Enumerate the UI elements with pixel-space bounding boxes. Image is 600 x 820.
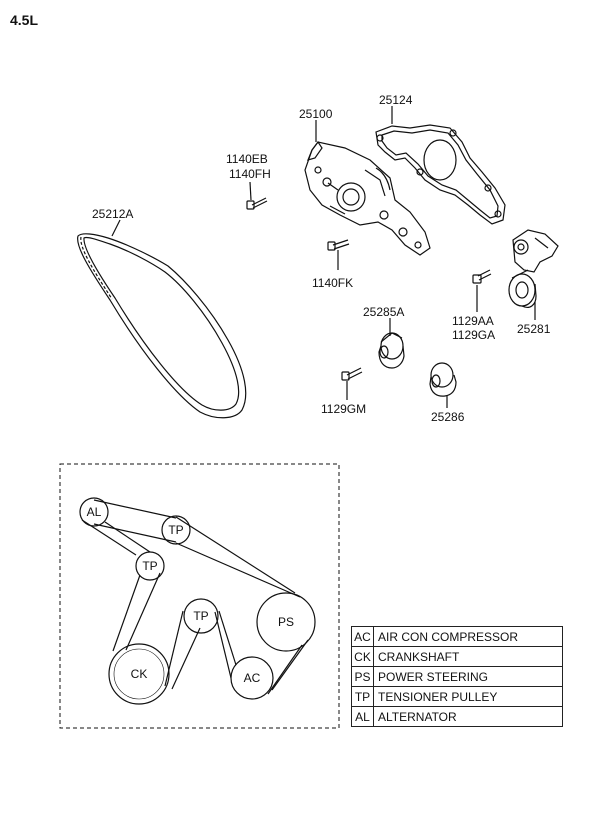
pulley-ac-label: AC bbox=[244, 671, 261, 685]
legend-row: CK CRANKSHAFT bbox=[351, 646, 563, 667]
part-25285a-label[interactable]: 25285A bbox=[363, 305, 405, 319]
pulley-tp2-circle bbox=[135, 551, 165, 581]
part-1129ga-label[interactable]: 1129GA bbox=[452, 328, 496, 342]
legend-desc: ALTERNATOR bbox=[373, 706, 563, 727]
legend-code: CK bbox=[351, 646, 374, 667]
part-25100-label[interactable]: 25100 bbox=[299, 107, 333, 121]
part-25212a-label[interactable]: 25212A bbox=[92, 207, 134, 221]
pulley-ck-circle bbox=[108, 643, 170, 705]
bolt-1129gm-drawing bbox=[341, 367, 363, 381]
idler-pulley-25286-drawing bbox=[429, 362, 457, 397]
legend-row: AC AIR CON COMPRESSOR bbox=[351, 626, 563, 647]
bolt-1129aa-drawing bbox=[472, 269, 492, 284]
leader-lines bbox=[111, 106, 536, 408]
pulley-tp3-circle bbox=[183, 598, 219, 634]
part-1129aa-label[interactable]: 1129AA bbox=[452, 314, 494, 328]
engine-label: 4.5L bbox=[10, 12, 39, 28]
pulley-al-circle bbox=[79, 497, 109, 527]
legend-code: TP bbox=[351, 686, 374, 707]
legend-row: PS POWER STEERING bbox=[351, 666, 563, 687]
legend-row: AL ALTERNATOR bbox=[351, 706, 563, 727]
part-1129gm-label[interactable]: 1129GM bbox=[321, 402, 367, 416]
legend-desc: CRANKSHAFT bbox=[373, 646, 563, 667]
water-pump-drawing bbox=[304, 140, 431, 256]
bolt-1140eb-drawing bbox=[246, 197, 268, 210]
legend-table: AC AIR CON COMPRESSOR CK CRANKSHAFT PS P… bbox=[351, 626, 563, 727]
legend-code: AL bbox=[351, 706, 374, 727]
gasket-drawing bbox=[375, 124, 506, 225]
legend-desc: AIR CON COMPRESSOR bbox=[373, 626, 563, 647]
part-1140eb-label[interactable]: 1140EB bbox=[226, 152, 268, 166]
belt-route bbox=[81, 499, 309, 695]
pulley-tp1-circle bbox=[161, 515, 191, 545]
bolt-1140fk-drawing bbox=[327, 239, 350, 251]
part-1140fk-label[interactable]: 1140FK bbox=[312, 276, 354, 290]
part-25281-label[interactable]: 25281 bbox=[517, 322, 551, 336]
part-1140fh-label[interactable]: 1140FH bbox=[229, 167, 271, 181]
pulley-ac-circle bbox=[230, 656, 274, 700]
pulley-tp1-label: TP bbox=[168, 523, 183, 537]
tensioner-drawing bbox=[508, 229, 559, 308]
legend-row: TP TENSIONER PULLEY bbox=[351, 686, 563, 707]
legend-desc: POWER STEERING bbox=[373, 666, 563, 687]
pulley-ps-circle bbox=[256, 592, 316, 652]
pulley-ps-label: PS bbox=[278, 615, 294, 629]
part-25286-label[interactable]: 25286 bbox=[431, 410, 465, 424]
belt-drawing bbox=[77, 233, 247, 419]
pulley-tp3-label: TP bbox=[193, 609, 208, 623]
pulley-al-label: AL bbox=[87, 505, 102, 519]
part-25124-label[interactable]: 25124 bbox=[379, 93, 413, 107]
legend-desc: TENSIONER PULLEY bbox=[373, 686, 563, 707]
idler-pulley-25285a-drawing bbox=[378, 332, 405, 369]
pulley-ck-label: CK bbox=[131, 667, 148, 681]
legend-code: AC bbox=[351, 626, 374, 647]
pulley-tp2-label: TP bbox=[142, 559, 157, 573]
legend-code: PS bbox=[351, 666, 374, 687]
